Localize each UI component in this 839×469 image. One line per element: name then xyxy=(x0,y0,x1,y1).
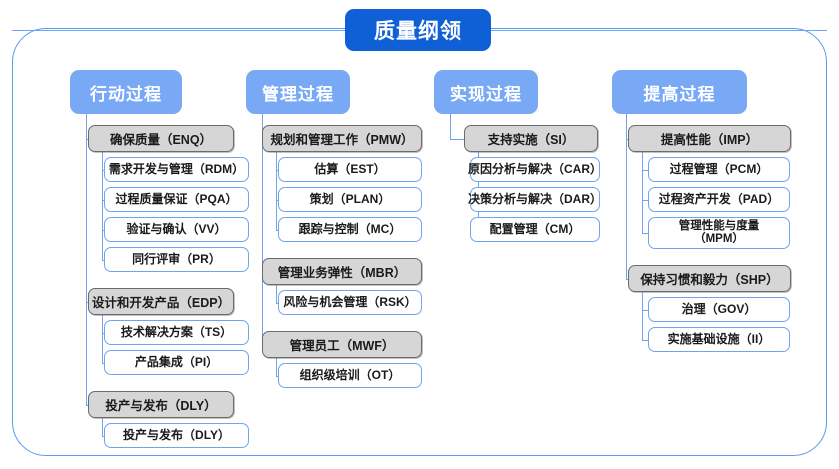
leaf-box-1-2-2[interactable]: 产品集成（PI） xyxy=(104,350,249,375)
group-box-4-1[interactable]: 提高性能（IMP） xyxy=(628,125,791,152)
connector-branch-to-leaf xyxy=(642,199,648,201)
group-box-3-1[interactable]: 支持实施（SI） xyxy=(464,125,598,152)
leaf-box-2-1-2[interactable]: 策划（PLAN） xyxy=(278,187,422,212)
connector-column-trunk-4 xyxy=(626,114,628,279)
connector-group-branch xyxy=(642,152,644,233)
connector-trunk-to-group xyxy=(86,404,88,406)
leaf-box-4-2-1[interactable]: 治理（GOV） xyxy=(648,297,790,322)
connector-branch-to-leaf xyxy=(642,309,648,311)
connector-branch-to-leaf xyxy=(102,435,104,437)
connector-branch-to-leaf xyxy=(102,362,104,364)
group-box-2-3[interactable]: 管理员工（MWF） xyxy=(262,331,422,358)
leaf-box-2-1-3[interactable]: 跟踪与控制（MC） xyxy=(278,217,422,242)
root-title-box: 质量纲领 xyxy=(345,9,491,51)
connector-column-trunk-2 xyxy=(262,114,264,345)
column-header-3[interactable]: 实现过程 xyxy=(434,70,538,114)
connector-column-trunk-1 xyxy=(86,114,88,405)
connector-group-branch xyxy=(102,418,104,436)
connector-column-trunk-3 xyxy=(450,114,452,139)
group-box-2-2[interactable]: 管理业务弹性（MBR） xyxy=(262,258,422,285)
connector-group-branch xyxy=(276,358,278,376)
leaf-box-1-2-1[interactable]: 技术解决方案（TS） xyxy=(104,320,249,345)
leaf-box-3-1-1[interactable]: 原因分析与解决（CAR） xyxy=(468,157,602,182)
connector-group-branch xyxy=(102,315,104,363)
connector-group-branch xyxy=(102,152,104,260)
connector-branch-to-leaf xyxy=(102,259,104,261)
column-header-1[interactable]: 行动过程 xyxy=(70,70,182,114)
column-header-4[interactable]: 提高过程 xyxy=(612,70,747,114)
connector-root-spine-right xyxy=(491,30,827,32)
leaf-box-2-1-1[interactable]: 估算（EST） xyxy=(278,157,422,182)
connector-branch-to-leaf xyxy=(642,339,648,341)
group-box-4-2[interactable]: 保持习惯和毅力（SHP） xyxy=(628,265,791,292)
leaf-box-3-1-3[interactable]: 配置管理（CM） xyxy=(470,217,600,242)
group-box-1-3[interactable]: 投产与发布（DLY） xyxy=(88,391,234,418)
leaf-box-1-3-1[interactable]: 投产与发布（DLY） xyxy=(104,423,249,448)
connector-branch-to-leaf xyxy=(642,169,648,171)
connector-root-spine-left xyxy=(12,30,345,32)
leaf-box-4-1-1[interactable]: 过程管理（PCM） xyxy=(648,157,790,182)
leaf-box-3-1-2[interactable]: 决策分析与解决（DAR） xyxy=(468,187,602,212)
connector-group-branch xyxy=(642,292,644,340)
connector-group-branch xyxy=(276,152,278,230)
connector-trunk-to-group xyxy=(450,138,464,140)
leaf-box-2-2-1[interactable]: 风险与机会管理（RSK） xyxy=(278,290,422,315)
leaf-box-4-1-2[interactable]: 过程资产开发（PAD） xyxy=(648,187,790,212)
column-header-2[interactable]: 管理过程 xyxy=(246,70,350,114)
group-box-1-1[interactable]: 确保质量（ENQ） xyxy=(88,125,234,152)
group-box-2-1[interactable]: 规划和管理工作（PMW） xyxy=(262,125,422,152)
connector-trunk-to-group xyxy=(626,278,628,280)
connector-branch-to-leaf xyxy=(276,375,278,377)
leaf-box-1-1-1[interactable]: 需求开发与管理（RDM） xyxy=(104,157,249,182)
leaf-box-4-2-2[interactable]: 实施基础设施（II） xyxy=(648,327,790,352)
leaf-box-4-1-3[interactable]: 管理性能与度量（MPM） xyxy=(648,217,790,249)
connector-branch-to-leaf xyxy=(276,302,278,304)
leaf-box-2-3-1[interactable]: 组织级培训（OT） xyxy=(278,363,422,388)
leaf-box-1-1-4[interactable]: 同行评审（PR） xyxy=(104,247,249,272)
leaf-box-1-1-3[interactable]: 验证与确认（VV） xyxy=(104,217,249,242)
connector-branch-to-leaf xyxy=(276,229,278,231)
connector-branch-to-leaf xyxy=(642,233,648,235)
connector-group-branch xyxy=(276,285,278,303)
group-box-1-2[interactable]: 设计和开发产品（EDP） xyxy=(88,288,234,315)
leaf-box-1-1-2[interactable]: 过程质量保证（PQA） xyxy=(104,187,249,212)
